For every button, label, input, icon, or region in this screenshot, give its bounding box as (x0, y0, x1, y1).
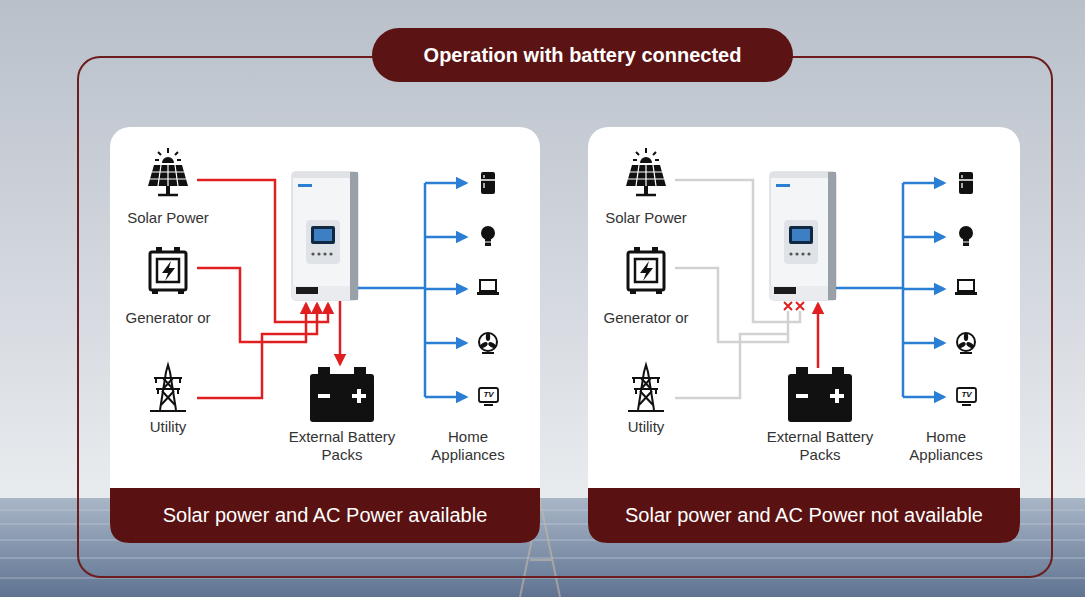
device-name: Home Appliances (420, 428, 516, 464)
device-name: Generator or (603, 309, 689, 327)
mode-caption: Solar power and AC Power available (110, 488, 540, 543)
tv-icon-text: TV (483, 391, 493, 399)
device-name: Solar Power (110, 209, 226, 227)
left-input-wires (197, 180, 340, 398)
device-label: Utility (125, 418, 211, 436)
device-name: Utility (603, 418, 689, 436)
left-card (110, 127, 540, 543)
mode-panel: Solar power and AC Power not available So… (588, 127, 1020, 543)
device-label: External Battery Packs (274, 428, 410, 464)
device-label: External Battery Packs (752, 428, 888, 464)
right-equipment (626, 148, 977, 422)
right-card (588, 127, 1020, 543)
device-label: Home Appliances (898, 428, 994, 464)
device-label: Solar Power (588, 209, 704, 227)
right-input-wires (675, 180, 818, 398)
tv-icon-text: TV (961, 391, 971, 399)
device-name: Solar Power (588, 209, 704, 227)
device-name: Home Appliances (898, 428, 994, 464)
device-label: Generator or (603, 309, 689, 327)
device-name: Utility (125, 418, 211, 436)
device-label: Solar Power (110, 209, 226, 227)
device-name: External Battery Packs (752, 428, 888, 464)
device-name: Generator or (125, 309, 211, 327)
battery-wire (817, 304, 820, 368)
mode-panel: Solar power and AC Power available Solar … (110, 127, 540, 543)
outer-frame (78, 57, 1052, 577)
title-pill (372, 28, 793, 82)
device-name: External Battery Packs (274, 428, 410, 464)
device-label: Generator or (125, 309, 211, 327)
device-label: Home Appliances (420, 428, 516, 464)
title-text: Operation with battery connected (372, 28, 793, 82)
mode-caption: Solar power and AC Power not available (588, 488, 1020, 543)
cut-marks (784, 302, 804, 310)
left-equipment (148, 148, 499, 422)
device-label: Utility (603, 418, 689, 436)
